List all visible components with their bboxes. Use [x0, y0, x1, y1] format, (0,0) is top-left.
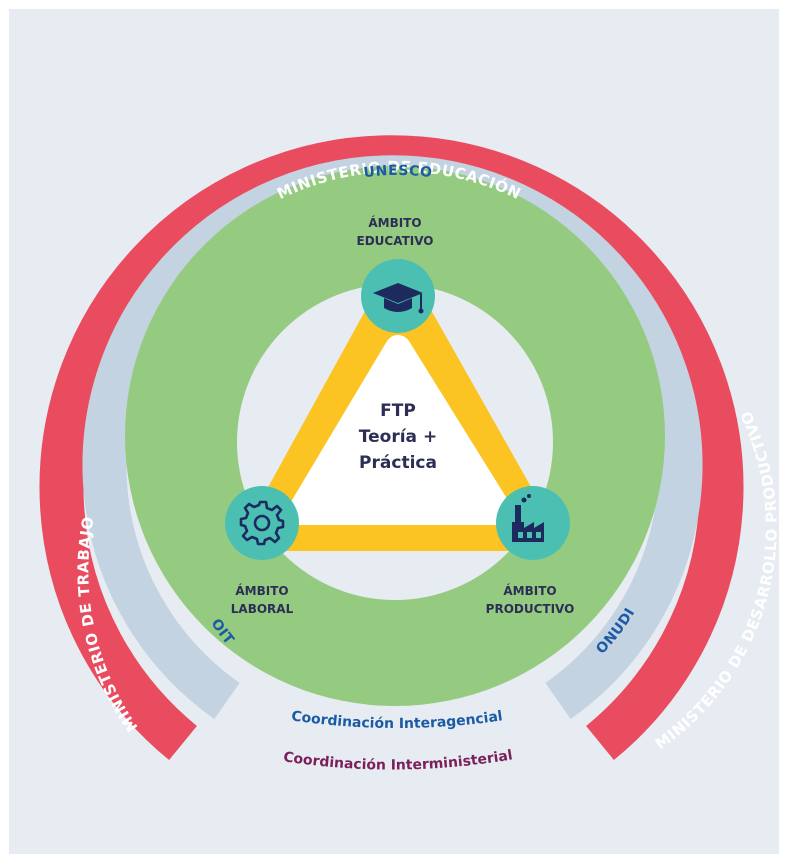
- gear-icon: [239, 500, 285, 546]
- node-productivo-line-2: PRODUCTIVO: [486, 602, 575, 616]
- node-productivo: [496, 486, 570, 560]
- node-laboral-line-2: LABORAL: [231, 602, 294, 616]
- center-line-2: Teoría +: [359, 427, 437, 447]
- node-educativo-line-2: EDUCATIVO: [357, 234, 434, 248]
- center-line-1: FTP: [380, 401, 416, 421]
- graduation-cap-icon: [373, 283, 424, 314]
- node-laboral-line-1: ÁMBITO: [235, 583, 288, 598]
- node-productivo-line-1: ÁMBITO: [503, 583, 556, 598]
- middle-top-label: UNESCO: [363, 163, 434, 181]
- node-educativo-line-1: ÁMBITO: [368, 215, 421, 230]
- center-line-3: Práctica: [359, 453, 437, 473]
- node-laboral: [225, 486, 299, 560]
- factory-icon: [512, 494, 544, 542]
- coordinacion-interministerial: Coordinación Interministerial: [282, 747, 514, 773]
- triangle-inner: [287, 335, 513, 525]
- coordinacion-interagencial: Coordinación Interagencial: [290, 708, 503, 732]
- node-educativo: [361, 259, 435, 333]
